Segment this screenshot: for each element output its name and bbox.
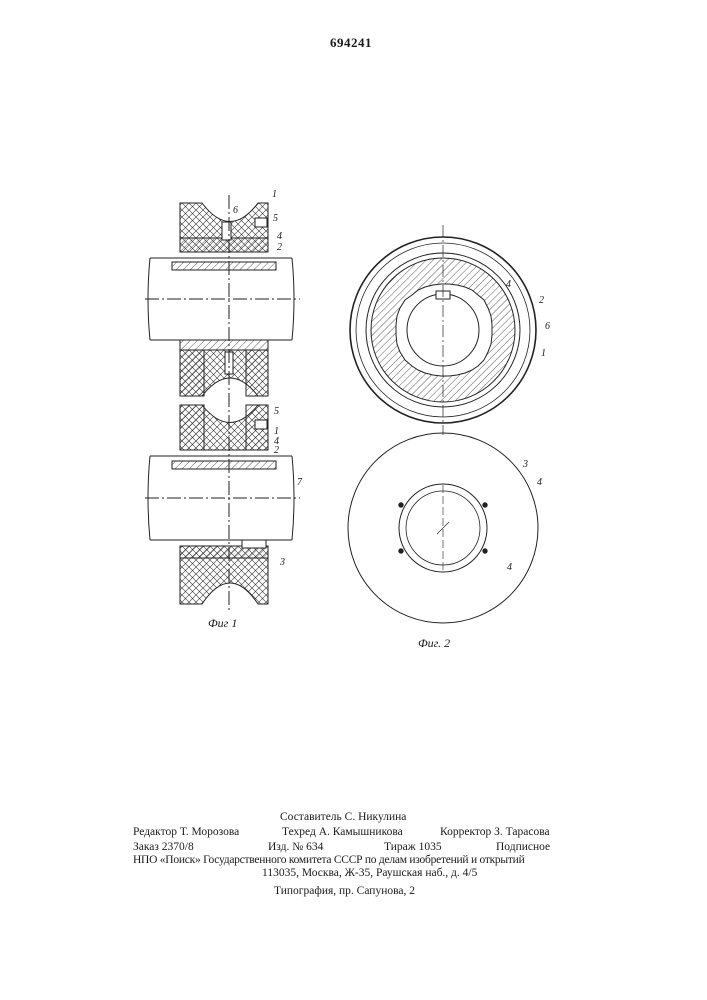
print-run: Тираж 1035: [384, 842, 442, 854]
fig1-caption: Фиг 1: [208, 617, 237, 629]
fig1-label-4-top: 4: [277, 232, 282, 242]
fig1-label-1-top: 1: [272, 190, 277, 200]
editor-line: Редактор Т. Морозова: [133, 827, 239, 839]
fig2-label-6: 6: [545, 322, 550, 332]
typography-line: Типография, пр. Сапунова, 2: [274, 886, 415, 898]
fig1-label-2-top: 2: [277, 243, 282, 253]
fig1-label-7: 7: [297, 478, 302, 488]
fig2-label-1: 1: [541, 349, 546, 359]
fig1-label-5-top: 5: [273, 214, 278, 224]
fig1-drawing: [145, 195, 300, 612]
fig2-caption: Фиг. 2: [418, 637, 450, 649]
fig2-label-3: 3: [523, 460, 528, 470]
order-number: Заказ 2370/8: [133, 842, 194, 854]
subscription-note: Подписное: [496, 842, 550, 854]
fig1-label-6-top: 6: [233, 206, 238, 216]
fig2-label-4-b: 4: [537, 478, 542, 488]
organization-line: НПО «Поиск» Государственного комитета СС…: [133, 855, 525, 867]
fig2-label-4-a: 4: [506, 280, 511, 290]
fig2-label-4-c: 4: [507, 563, 512, 573]
techred-line: Техред А. Камышникова: [282, 827, 403, 839]
fig1-label-3: 3: [280, 558, 285, 568]
fig1-label-5-mid: 5: [274, 407, 279, 417]
fig1-label-2-mid: 2: [274, 446, 279, 456]
address-line: 113035, Москва, Ж-35, Раушская наб., д. …: [262, 868, 477, 880]
edition-number: Изд. № 634: [268, 842, 323, 854]
corrector-line: Корректор З. Тарасова: [440, 827, 550, 839]
compiler-line: Составитель С. Никулина: [280, 812, 406, 824]
fig2-label-2: 2: [539, 296, 544, 306]
